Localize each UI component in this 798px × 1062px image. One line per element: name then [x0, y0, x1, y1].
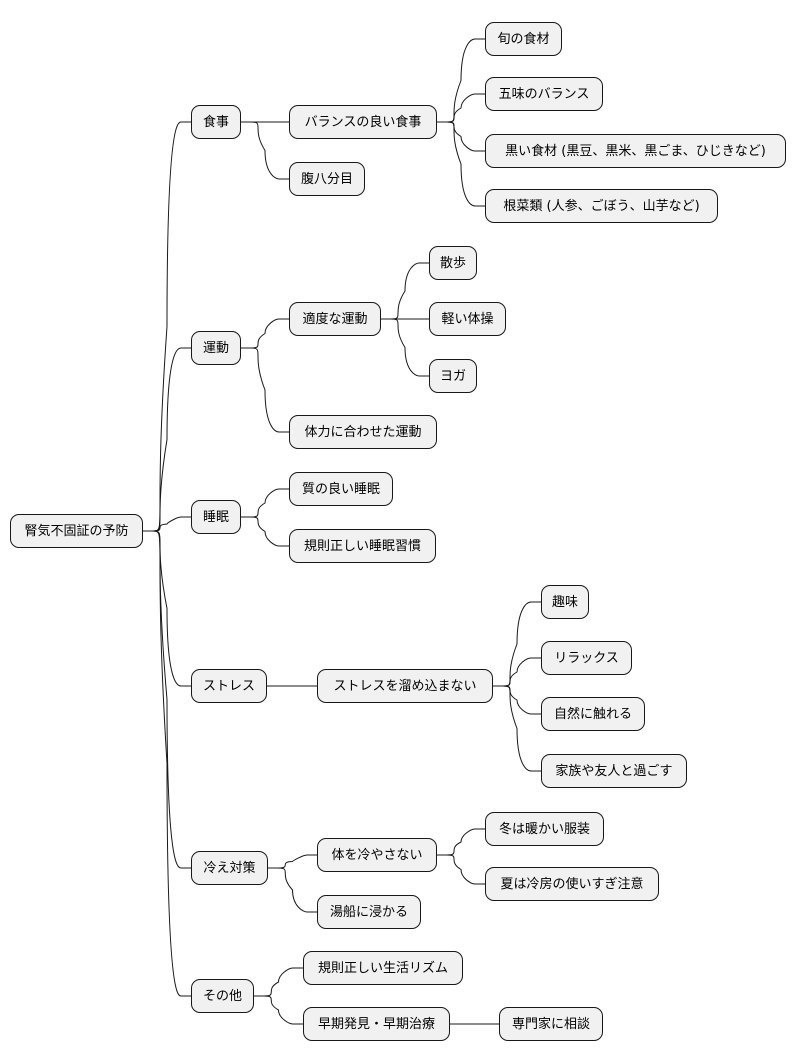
- node-balanced-meal-label: バランスの良い食事: [304, 114, 422, 130]
- leaf-light-gymnastics: 軽い体操: [429, 302, 506, 336]
- branch-other-label: その他: [202, 988, 242, 1004]
- connector-branch-cold-prevention-to-node-keep-body-warm: [268, 854, 317, 869]
- leaf-hobby: 趣味: [541, 585, 589, 619]
- node-early-detection: 早期発見・早期治療: [303, 1007, 450, 1041]
- branch-stress: ストレス: [191, 669, 267, 703]
- leaf-yoga: ヨガ: [429, 359, 477, 393]
- node-regular-lifestyle: 規則正しい生活リズム: [303, 951, 463, 985]
- leaf-relax-label: リラックス: [554, 650, 619, 666]
- leaf-light-gymnastics-label: 軽い体操: [441, 311, 494, 327]
- leaf-walking-label: 散歩: [439, 255, 466, 271]
- node-avoid-stress-label: ストレスを溜め込まない: [333, 678, 477, 694]
- connector-root-node-to-branch-sleep: [143, 516, 191, 532]
- leaf-consult-specialist: 専門家に相談: [499, 1007, 603, 1041]
- node-moderate-exercise: 適度な運動: [289, 302, 381, 336]
- leaf-touch-nature: 自然に触れる: [541, 697, 645, 731]
- branch-exercise-label: 運動: [202, 340, 229, 356]
- leaf-black-foods: 黒い食材 (黒豆、黒米、黒ごま、ひじきなど): [485, 134, 786, 168]
- connector-branch-other-to-node-early-detection: [254, 995, 303, 1025]
- node-regular-sleep-habit: 規則正しい睡眠習慣: [289, 529, 436, 563]
- leaf-family-friends: 家族や友人と過ごす: [541, 754, 687, 788]
- connector-node-balanced-meal-to-leaf-black-foods: [437, 121, 485, 152]
- branch-exercise: 運動: [191, 331, 241, 365]
- branch-diet-label: 食事: [202, 114, 229, 130]
- branch-sleep: 睡眠: [191, 500, 241, 534]
- root-label: 腎気不固証の予防: [24, 523, 129, 539]
- connector-node-balanced-meal-to-leaf-root-vegetables: [437, 121, 485, 207]
- branch-stress-label: ストレス: [202, 678, 255, 694]
- node-fitness-matched-exercise-label: 体力に合わせた運動: [304, 424, 422, 440]
- node-moderate-eating: 腹八分目: [289, 162, 365, 196]
- connector-branch-other-to-node-regular-lifestyle: [254, 967, 303, 997]
- leaf-warm-clothes-winter-label: 冬は暖かい服装: [498, 821, 590, 837]
- leaf-walking: 散歩: [429, 246, 477, 280]
- node-quality-sleep: 質の良い睡眠: [289, 472, 393, 506]
- leaf-air-conditioning-caution-label: 夏は冷房の使いすぎ注意: [500, 876, 644, 892]
- leaf-air-conditioning-caution: 夏は冷房の使いすぎ注意: [485, 867, 659, 901]
- branch-sleep-label: 睡眠: [202, 509, 229, 525]
- leaf-five-tastes-label: 五味のバランス: [498, 86, 590, 102]
- connector-root-node-to-branch-other: [143, 530, 191, 997]
- leaf-black-foods-label: 黒い食材 (黒豆、黒米、黒ごま、ひじきなど): [505, 143, 766, 159]
- connector-branch-cold-prevention-to-node-soak-in-bath: [268, 867, 317, 913]
- node-regular-sleep-habit-label: 規則正しい睡眠習慣: [303, 538, 421, 554]
- connector-node-balanced-meal-to-leaf-seasonal-food: [437, 38, 485, 123]
- leaf-five-tastes: 五味のバランス: [485, 77, 603, 111]
- node-moderate-exercise-label: 適度な運動: [302, 311, 368, 327]
- branch-cold-prevention: 冷え対策: [191, 851, 268, 885]
- leaf-consult-specialist-label: 専門家に相談: [511, 1016, 590, 1032]
- leaf-root-vegetables: 根菜類 (人参、ごぼう、山芋など): [485, 189, 718, 223]
- branch-diet: 食事: [191, 105, 241, 139]
- connector-branch-exercise-to-node-fitness-matched-exercise: [241, 347, 289, 433]
- leaf-family-friends-label: 家族や友人と過ごす: [555, 763, 673, 779]
- connector-node-keep-body-warm-to-leaf-warm-clothes-winter: [437, 828, 485, 856]
- leaf-seasonal-food-label: 旬の食材: [497, 31, 550, 47]
- node-avoid-stress: ストレスを溜め込まない: [317, 669, 493, 703]
- branch-other: その他: [191, 979, 254, 1013]
- leaf-relax: リラックス: [541, 641, 632, 675]
- branch-cold-prevention-label: 冷え対策: [203, 860, 256, 876]
- connector-node-balanced-meal-to-leaf-five-tastes: [437, 93, 485, 123]
- connector-root-node-to-branch-stress: [143, 530, 191, 687]
- leaf-hobby-label: 趣味: [551, 594, 578, 610]
- node-balanced-meal: バランスの良い食事: [289, 105, 437, 139]
- leaf-seasonal-food: 旬の食材: [485, 22, 562, 56]
- leaf-yoga-label: ヨガ: [439, 368, 466, 384]
- connector-node-avoid-stress-to-leaf-touch-nature: [493, 685, 541, 715]
- connector-node-moderate-exercise-to-leaf-walking: [381, 262, 429, 320]
- node-early-detection-label: 早期発見・早期治療: [317, 1016, 435, 1032]
- connector-root-node-to-branch-exercise: [143, 347, 191, 532]
- connector-root-node-to-branch-diet: [143, 121, 191, 532]
- node-moderate-eating-label: 腹八分目: [300, 171, 353, 187]
- leaf-touch-nature-label: 自然に触れる: [553, 706, 632, 722]
- connector-node-keep-body-warm-to-leaf-air-conditioning-caution: [437, 854, 485, 885]
- connector-branch-diet-to-node-moderate-eating: [241, 121, 289, 180]
- node-soak-in-bath-label: 湯船に浸かる: [329, 904, 408, 920]
- connector-node-moderate-exercise-to-leaf-yoga: [381, 318, 429, 377]
- root-node: 腎気不固証の予防: [10, 514, 143, 548]
- node-keep-body-warm-label: 体を冷やさない: [331, 847, 423, 863]
- node-regular-lifestyle-label: 規則正しい生活リズム: [317, 960, 448, 976]
- connector-node-avoid-stress-to-leaf-family-friends: [493, 685, 541, 772]
- connector-branch-exercise-to-node-moderate-exercise: [241, 318, 289, 349]
- node-keep-body-warm: 体を冷やさない: [317, 838, 437, 872]
- leaf-warm-clothes-winter: 冬は暖かい服装: [485, 812, 604, 846]
- connector-node-avoid-stress-to-leaf-relax: [493, 657, 541, 687]
- connector-branch-sleep-to-node-quality-sleep: [241, 488, 289, 518]
- leaf-root-vegetables-label: 根菜類 (人参、ごぼう、山芋など): [503, 198, 700, 214]
- connector-branch-sleep-to-node-regular-sleep-habit: [241, 516, 289, 547]
- node-quality-sleep-label: 質の良い睡眠: [301, 481, 380, 497]
- node-fitness-matched-exercise: 体力に合わせた運動: [289, 415, 437, 449]
- node-soak-in-bath: 湯船に浸かる: [317, 895, 421, 929]
- connector-node-avoid-stress-to-leaf-hobby: [493, 601, 541, 687]
